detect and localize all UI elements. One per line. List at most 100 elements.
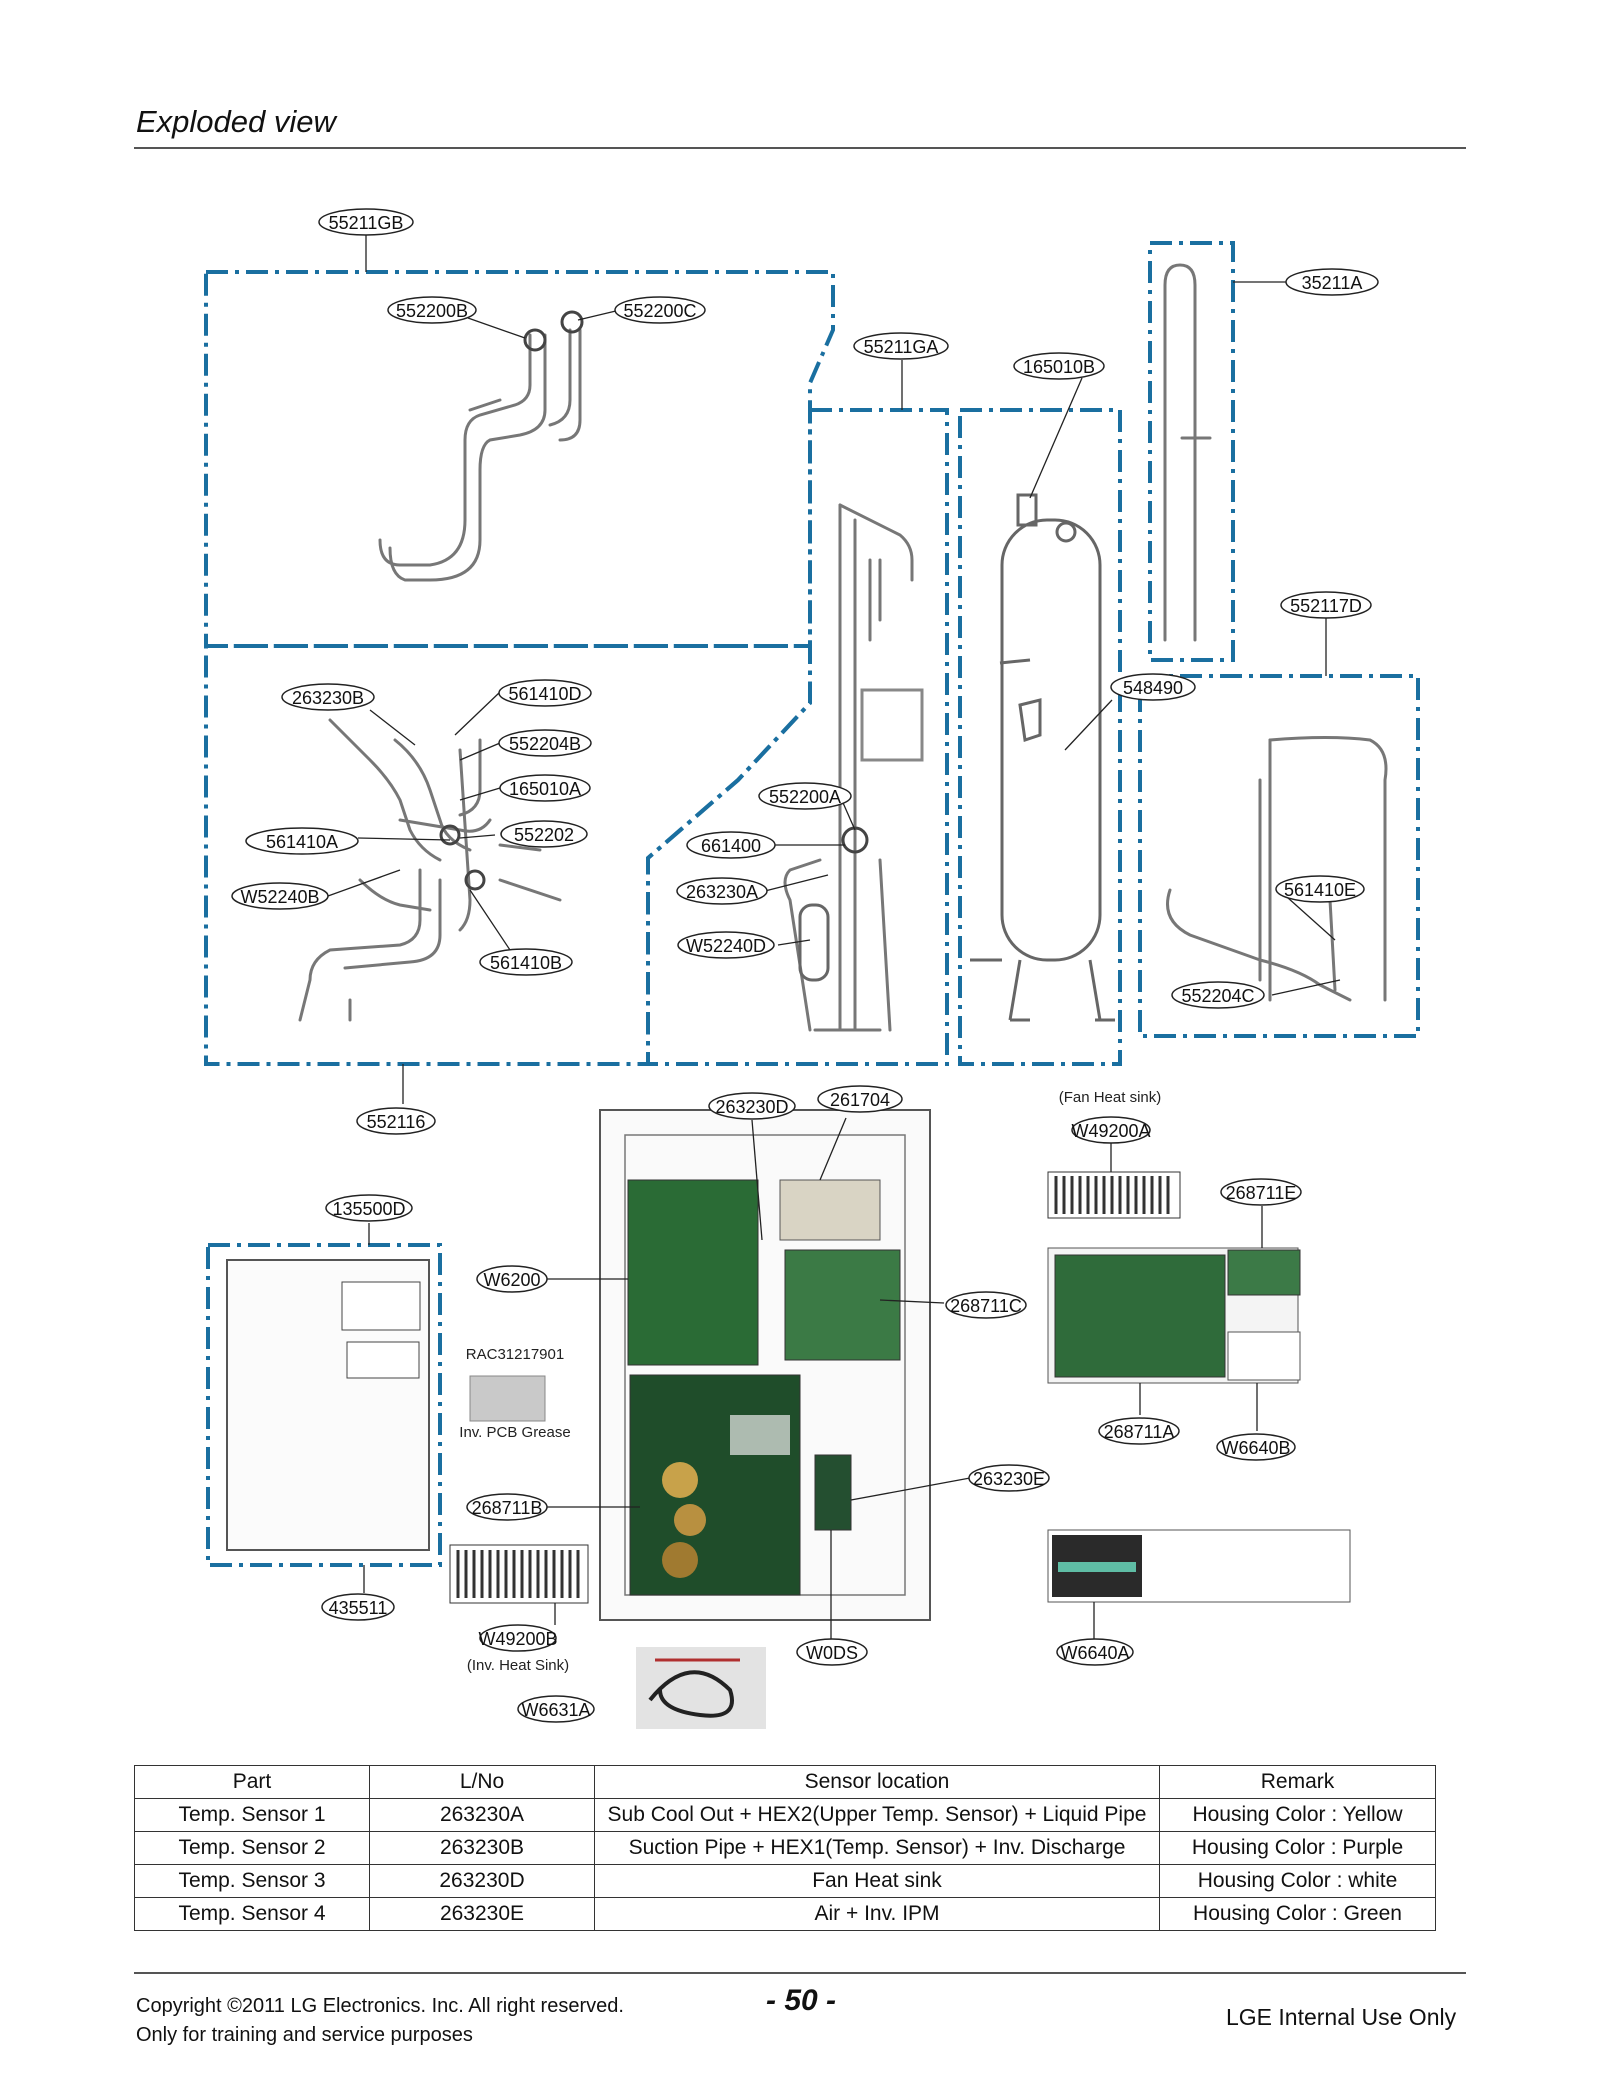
part-label: 548490 xyxy=(1123,678,1183,698)
group-box-165010B xyxy=(958,408,1122,1066)
footer-rule xyxy=(134,1972,1466,1974)
part-label: W52240D xyxy=(686,936,766,956)
callout-552204C xyxy=(1171,981,1265,1009)
caption-inv-heat-sink: (Inv. Heat Sink) xyxy=(467,1657,569,1674)
table-cell: Temp. Sensor 1 xyxy=(134,1798,370,1832)
copyright-text: Copyright ©2011 LG Electronics. Inc. All… xyxy=(136,1995,624,2017)
wire-harness-W6631A xyxy=(636,1647,766,1729)
callout-W6200 xyxy=(476,1265,548,1293)
table-cell: 263230D xyxy=(369,1864,595,1898)
part-label: 552204B xyxy=(509,734,581,754)
group-box-55211GB xyxy=(204,270,835,648)
part-label: 552200B xyxy=(396,301,468,321)
callout-263230D xyxy=(708,1092,796,1120)
callout-548490 xyxy=(1110,673,1196,701)
part-label: 268711E xyxy=(1226,1183,1297,1203)
callout-561410B xyxy=(479,948,573,976)
part-label: W49200B xyxy=(478,1629,557,1649)
part-label: 135500D xyxy=(332,1199,405,1219)
table-cell: 263230E xyxy=(369,1897,595,1931)
callout-268711B xyxy=(466,1493,548,1521)
callout-263230A xyxy=(676,877,768,905)
table-cell: Sub Cool Out + HEX2(Upper Temp. Sensor) … xyxy=(594,1798,1160,1832)
part-label: 561410A xyxy=(266,832,338,852)
callout-W49200A xyxy=(1071,1116,1151,1144)
part-label: 263230B xyxy=(292,688,364,708)
callout-263230E xyxy=(968,1464,1050,1492)
internal-use-note: LGE Internal Use Only xyxy=(1226,2004,1457,2030)
callout-135500D xyxy=(325,1194,413,1222)
callout-552200B xyxy=(387,296,477,324)
table-cell: Housing Color : Purple xyxy=(1159,1831,1436,1865)
table-cell: Temp. Sensor 3 xyxy=(134,1864,370,1898)
callout-552117D xyxy=(1280,591,1372,619)
page-number: - 50 - xyxy=(766,1984,837,2017)
callout-W0DS xyxy=(796,1638,868,1666)
callout-552200C xyxy=(614,296,706,324)
part-label: W6640A xyxy=(1060,1643,1129,1663)
table-header: Remark xyxy=(1159,1765,1436,1799)
table-row: Temp. Sensor 3 263230D Fan Heat sink Hou… xyxy=(134,1864,1436,1898)
part-label: W6631A xyxy=(521,1700,590,1720)
table-cell: Air + Inv. IPM xyxy=(594,1897,1160,1931)
table-cell: Housing Color : Yellow xyxy=(1159,1798,1436,1832)
exploded-view-diagram: 55211GB 552200B 552200C 55211GA 165010B … xyxy=(204,208,1420,1729)
caption-fan-heat-sink: (Fan Heat sink) xyxy=(1059,1089,1162,1106)
callout-661400 xyxy=(686,831,776,859)
part-label: 552200C xyxy=(623,301,696,321)
part-label: W52240B xyxy=(240,887,319,907)
callout-268711C xyxy=(945,1291,1027,1319)
part-label: 55211GA xyxy=(864,337,939,357)
part-label: 263230E xyxy=(973,1469,1045,1489)
part-label: 561410E xyxy=(1284,880,1356,900)
table-cell: Suction Pipe + HEX1(Temp. Sensor) + Inv.… xyxy=(594,1831,1160,1865)
table-header: Sensor location xyxy=(594,1765,1160,1799)
piping-assembly-left xyxy=(298,718,562,1022)
callout-35211A xyxy=(1285,268,1379,296)
part-label: W6200 xyxy=(483,1270,540,1290)
callout-261704 xyxy=(817,1085,903,1113)
part-label: 552204C xyxy=(1181,986,1254,1006)
part-label: 55211GB xyxy=(329,213,404,233)
callout-263230B xyxy=(281,683,375,711)
part-label: 552116 xyxy=(367,1112,426,1132)
leader-lines xyxy=(327,234,1341,1639)
fan-heat-sink xyxy=(1047,1171,1181,1219)
callout-W6631A xyxy=(517,1695,595,1723)
caption-grease-name: Inv. PCB Grease xyxy=(459,1424,570,1441)
part-label: 35211A xyxy=(1302,273,1363,293)
terminal-block-W6640A xyxy=(1047,1529,1351,1603)
table-row: Temp. Sensor 2 263230B Suction Pipe + HE… xyxy=(134,1831,1436,1865)
part-label: W49200A xyxy=(1071,1121,1150,1141)
table-cell: Temp. Sensor 2 xyxy=(134,1831,370,1865)
part-label: 165010A xyxy=(509,779,581,799)
sheet-panel-435511 xyxy=(226,1259,430,1551)
part-label: 552200A xyxy=(769,787,841,807)
part-label: 435511 xyxy=(329,1598,388,1618)
callout-165010B xyxy=(1013,352,1105,380)
part-label: W6640B xyxy=(1221,1438,1290,1458)
callout-268711E xyxy=(1220,1178,1302,1206)
table-cell: 263230B xyxy=(369,1831,595,1865)
part-label: 552202 xyxy=(514,825,574,845)
callout-W52240B xyxy=(231,882,329,910)
callout-268711A xyxy=(1098,1417,1180,1445)
part-label: 661400 xyxy=(701,836,761,856)
table-cell: 263230A xyxy=(369,1798,595,1832)
part-label: 561410B xyxy=(490,953,562,973)
part-callouts: 55211GB 552200B 552200C 55211GA 165010B … xyxy=(231,208,1379,1723)
table-row: Temp. Sensor 4 263230E Air + Inv. IPM Ho… xyxy=(134,1897,1436,1931)
purpose-text: Only for training and service purposes xyxy=(136,2024,473,2046)
piping-assembly-552200 xyxy=(378,310,584,582)
part-label: W0DS xyxy=(806,1643,858,1663)
sensor-table: Part L/No Sensor location Remark Temp. S… xyxy=(134,1765,1436,1931)
table-row: Temp. Sensor 1 263230A Sub Cool Out + HE… xyxy=(134,1798,1436,1832)
table-cell: Housing Color : Green xyxy=(1159,1897,1436,1931)
inverter-heat-sink xyxy=(449,1544,589,1604)
section-heading: Exploded view xyxy=(136,104,336,139)
caption-grease-code: RAC31217901 xyxy=(466,1346,564,1363)
control-box-cabinet xyxy=(599,1109,931,1621)
callout-435511 xyxy=(321,1593,395,1621)
piping-assembly-552117D xyxy=(1166,736,1388,1002)
